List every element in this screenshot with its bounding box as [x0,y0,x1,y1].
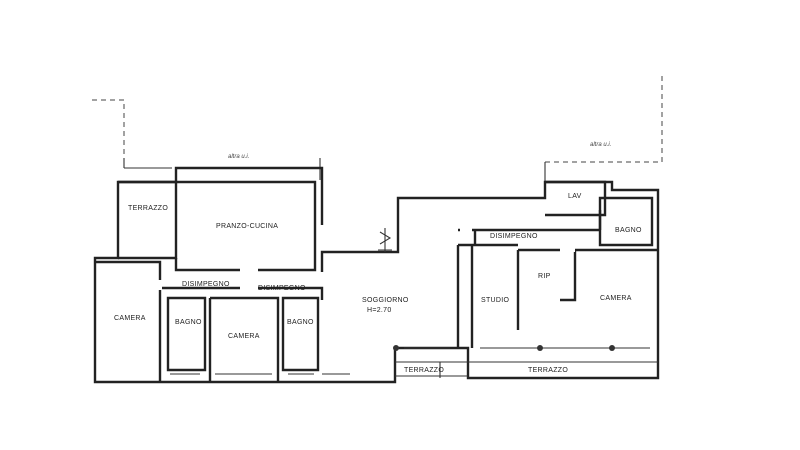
pranzo-cucina-wall [174,180,317,272]
camera-mid-wall [208,296,280,382]
label-lav: LAV [568,193,582,200]
terrazzo-top-wall [118,180,178,260]
label-disimpegno-mid: DISIMPEGNO [258,285,306,292]
terrazzo-bottom-rail [395,361,658,378]
rip-wall [516,248,577,330]
label-camera-left: CAMERA [114,315,146,322]
label-studio: STUDIO [481,297,509,304]
label-bagno-left: BAGNO [175,319,202,326]
label-bagno-mid: BAGNO [287,319,314,326]
label-camera-right: CAMERA [600,295,632,302]
label-terrazzo-bottom-right: TERRAZZO [528,367,568,374]
entrance-stair-icon [378,228,392,252]
label-terrazzo-bottom-left: TERRAZZO [404,367,444,374]
column-1 [393,345,399,351]
outer-wall [93,166,660,384]
window-openings [170,347,650,375]
bagno-mid-wall [281,296,320,372]
bagno-left-wall [166,296,207,372]
label-soggiorno-height: H=2.70 [367,307,392,314]
disimpegno-wall [160,286,324,300]
label-altra-ui-right: altra u.i. [590,142,611,148]
column-2 [537,345,543,351]
label-altra-ui-top: altra u.i. [228,154,249,160]
boundary-dashed-left [92,99,125,158]
label-rip: RIP [538,273,551,280]
studio-wall [456,243,518,348]
label-disimpegno-left: DISIMPEGNO [182,281,230,288]
label-camera-mid: CAMERA [228,333,260,340]
label-terrazzo-top: TERRAZZO [128,205,168,212]
column-3 [609,345,615,351]
label-pranzo-cucina: PRANZO-CUCINA [216,223,278,230]
camera-left-wall [95,260,162,382]
label-disimpegno-right: DISIMPEGNO [490,233,538,240]
boundary-dashed-right [545,72,663,163]
bagno-right-wall [598,196,654,247]
label-soggiorno: SOGGIORNO [362,297,409,304]
label-bagno-right: BAGNO [615,227,642,234]
